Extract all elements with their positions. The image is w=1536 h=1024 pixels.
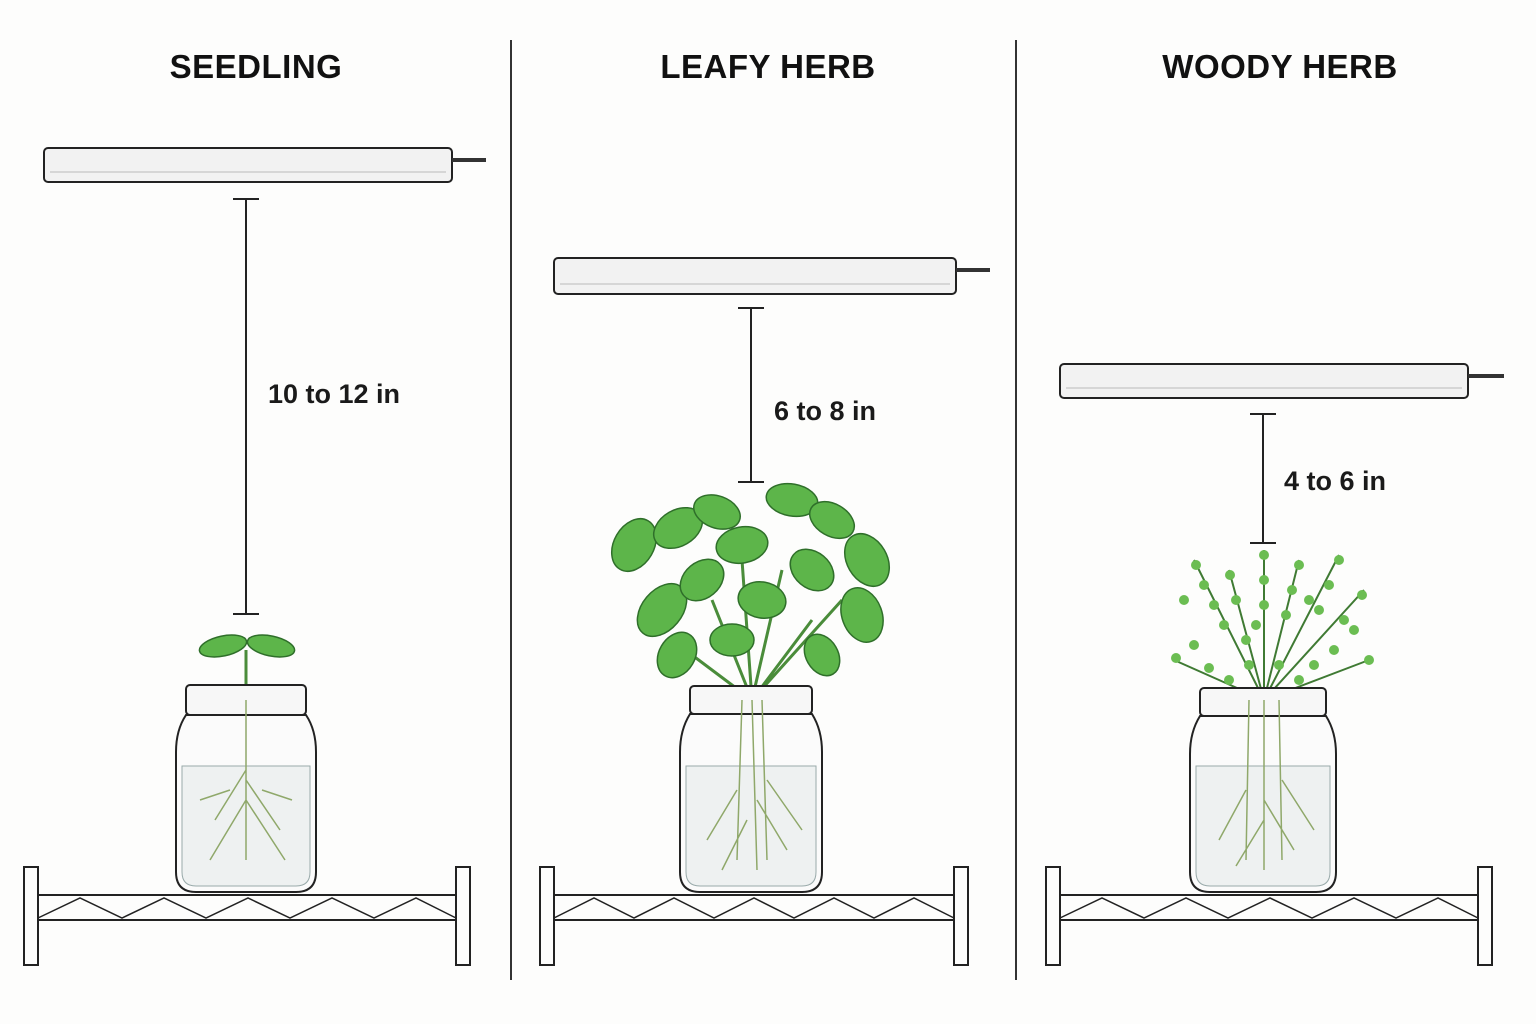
thyme-icon [1171, 550, 1374, 701]
mason-jar-icon [1189, 687, 1337, 893]
distance-label: 4 to 6 in [1284, 466, 1387, 496]
woody-herb-illustration [1045, 363, 1504, 966]
mason-jar-icon [679, 685, 823, 893]
grow-light-icon [43, 147, 486, 183]
seedling-illustration [23, 147, 486, 966]
distance-indicator [738, 307, 764, 483]
panel-divider [1015, 40, 1017, 980]
wire-shelf-icon [1045, 866, 1493, 966]
distance-label: 10 to 12 in [268, 379, 401, 409]
panel-leafy-herb: LEAFY HERB [512, 0, 1024, 1024]
mason-jar-icon [175, 684, 317, 893]
panel-title: LEAFY HERB [660, 48, 876, 85]
grow-light-icon [1059, 363, 1504, 399]
wire-shelf-icon [23, 866, 471, 966]
panel-woody-herb: WOODY HERB [1024, 0, 1536, 1024]
wire-shelf-icon [539, 866, 969, 966]
leafy-herb-illustration [539, 257, 990, 966]
grow-light-icon [553, 257, 990, 295]
seedling-icon [198, 634, 296, 700]
panel-seedling: SEEDLING [0, 0, 512, 1024]
distance-indicator [233, 198, 259, 615]
distance-indicator [1250, 413, 1276, 544]
panel-title: WOODY HERB [1162, 48, 1398, 85]
distance-label: 6 to 8 in [774, 396, 877, 426]
panel-divider [510, 40, 512, 980]
basil-icon [610, 482, 891, 702]
panel-title: SEEDLING [169, 48, 343, 85]
